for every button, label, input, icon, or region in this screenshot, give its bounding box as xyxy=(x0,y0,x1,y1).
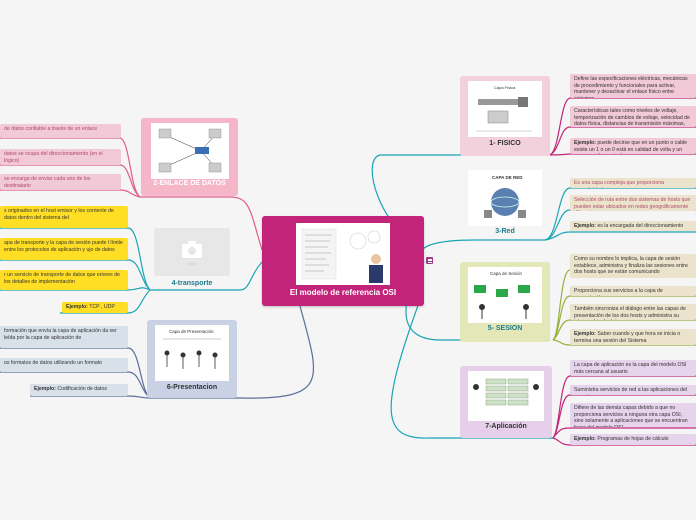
branch-aplicacion[interactable]: 7-Aplicación xyxy=(460,366,552,438)
aplicacion-title: 7-Aplicación xyxy=(460,423,552,430)
fisico-leaf-3[interactable]: Ejemplo: puede decirse que en un punto o… xyxy=(570,138,696,154)
red-leaf-3[interactable]: Ejemplo: es la encargada del direccionam… xyxy=(570,221,696,231)
red-leaf-1[interactable]: Es una capa compleja que proporciona con… xyxy=(570,178,696,188)
branch-sesion[interactable]: Capa de Sesión 5- SESION xyxy=(460,262,550,342)
transporte-title: 4-transporte xyxy=(152,280,232,287)
enlace-leaf-1[interactable]: de datos confiable a través de un enlace xyxy=(0,124,121,138)
red-image: CAPA DE RED xyxy=(468,170,542,226)
transporte-leaf-2[interactable]: apa de transporte y la capa de sesión pu… xyxy=(0,238,128,260)
fisico-title: 1- FISICO xyxy=(460,140,550,147)
red-leaf-2[interactable]: Selección de ruta entre dos sistemas de … xyxy=(570,195,696,211)
sesion-leaf-1[interactable]: Como su nombre lo implica, la capa de se… xyxy=(570,254,696,278)
transporte-leaf-4[interactable]: Ejemplo: TCP , UDP xyxy=(62,302,128,313)
camera-icon xyxy=(154,228,230,276)
enlace-leaf-3[interactable]: se encarga de enviar cada uno de los des… xyxy=(0,174,121,190)
transporte-image-placeholder xyxy=(154,228,230,276)
central-topic[interactable]: El modelo de referencia OSI xyxy=(262,216,424,306)
fisico-leaf-1[interactable]: Define las especificaciones eléctricas, … xyxy=(570,74,696,98)
aplicacion-leaf-1[interactable]: La capa de aplicación es la capa del mod… xyxy=(570,360,696,376)
sesion-title: 5- SESION xyxy=(460,325,550,332)
aplicacion-leaf-3[interactable]: Difiere de las demás capas debido a que … xyxy=(570,403,696,427)
red-title: 3-Red xyxy=(464,228,546,235)
red-image-caption: CAPA DE RED xyxy=(492,175,523,180)
fisico-image: Capa Física xyxy=(468,81,542,137)
branch-fisico[interactable]: Capa Física 1- FISICO xyxy=(460,76,550,156)
central-title: El modelo de referencia OSI xyxy=(262,288,424,297)
central-image xyxy=(296,223,390,285)
sesion-leaf-4[interactable]: Ejemplo: Saber cuando y que hora se inic… xyxy=(570,329,696,345)
sesion-image-caption: Capa de Sesión xyxy=(490,271,523,276)
enlace-title: 2-ENLACE DE DATOS xyxy=(141,180,238,187)
transporte-leaf-3[interactable]: r un servicio de transporte de datos que… xyxy=(0,270,128,290)
branch-red[interactable]: CAPA DE RED 3-Red xyxy=(464,168,546,240)
aplicacion-leaf-4[interactable]: Ejemplo: Programas de hojas de cálculo xyxy=(570,434,696,445)
presentacion-leaf-2[interactable]: os formatos de datos utilizando un forma… xyxy=(0,358,128,372)
presentacion-title: 6-Presentacion xyxy=(147,384,237,391)
aplicacion-leaf-2[interactable]: Suministra servicios de red a las aplica… xyxy=(570,385,696,395)
note-icon[interactable] xyxy=(426,257,433,264)
enlace-leaf-2[interactable]: datos se ocupa del direccionamiento (en … xyxy=(0,149,121,165)
branch-presentacion[interactable]: Capa de Presentación 6-Presentacion xyxy=(147,320,237,398)
fisico-image-caption: Capa Física xyxy=(494,85,516,90)
presentacion-image-caption: Capa de Presentación xyxy=(169,329,214,334)
aplicacion-image xyxy=(468,371,544,421)
branch-enlace[interactable]: 2-ENLACE DE DATOS xyxy=(141,118,238,196)
presentacion-leaf-1[interactable]: formación que envía la capa de aplicació… xyxy=(0,326,128,348)
fisico-leaf-2[interactable]: Características tales como niveles de vo… xyxy=(570,106,696,127)
presentacion-leaf-3[interactable]: Ejemplo: Codificación de datos xyxy=(30,384,128,396)
sesion-image: Capa de Sesión xyxy=(468,267,542,323)
branch-transporte[interactable]: 4-transporte xyxy=(152,226,232,290)
enlace-image xyxy=(151,123,229,179)
sesion-leaf-3[interactable]: También sincroniza el diálogo entre las … xyxy=(570,304,696,320)
presentacion-image: Capa de Presentación xyxy=(155,325,229,381)
sesion-leaf-2[interactable]: Proporciona sus servicios a la capa de p… xyxy=(570,286,696,296)
transporte-leaf-1[interactable]: s originados en el host emisor y los cor… xyxy=(0,206,128,228)
